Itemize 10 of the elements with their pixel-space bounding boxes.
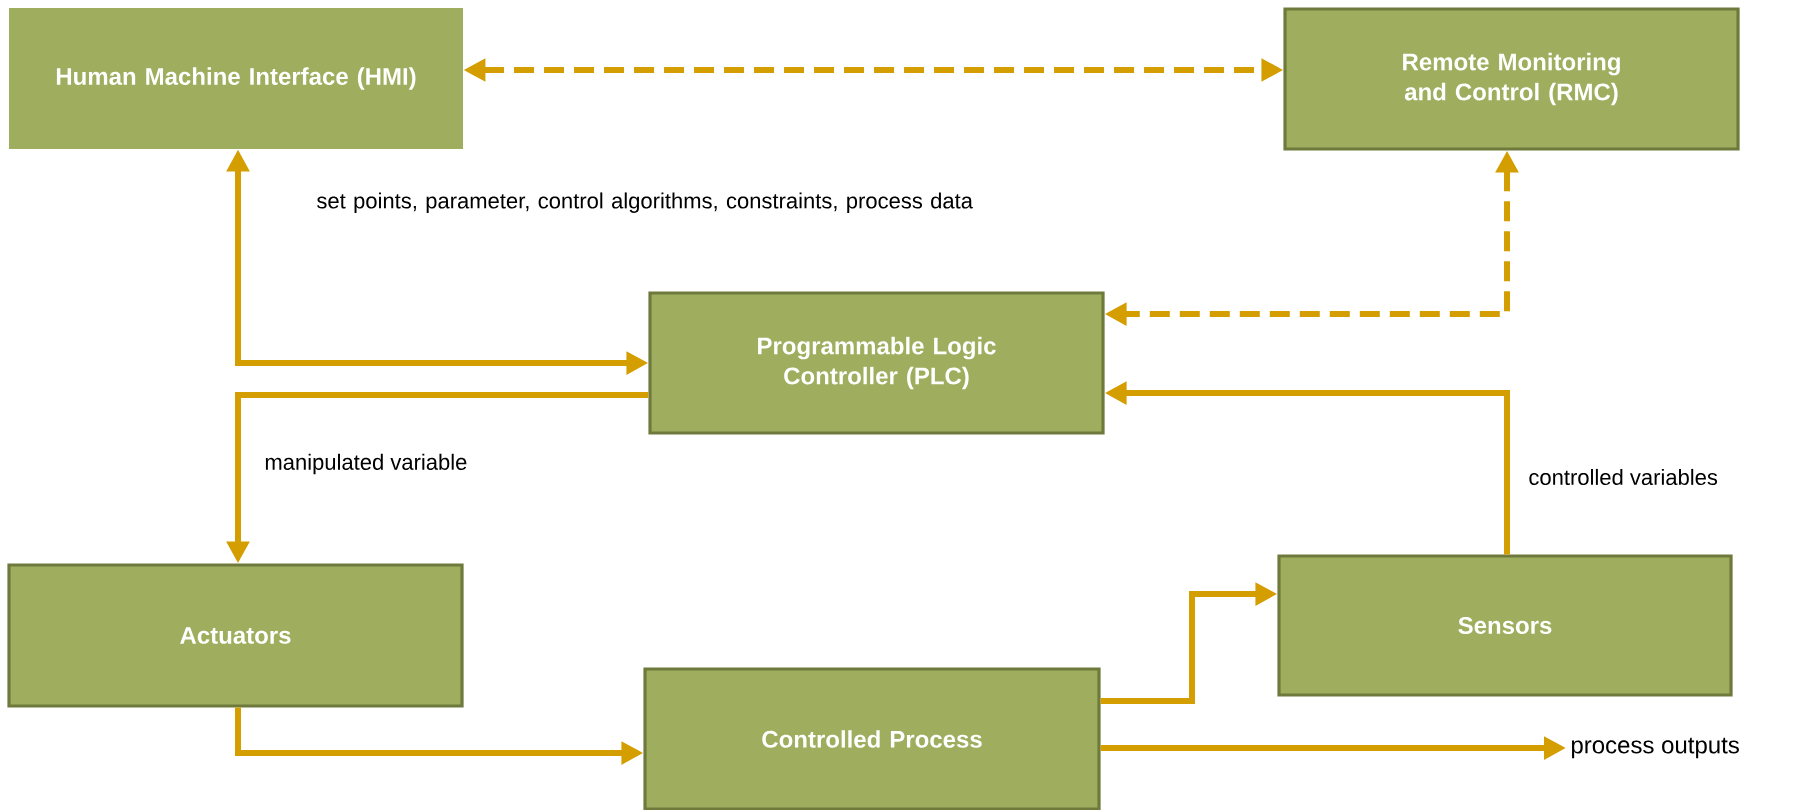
edge-label: set points, parameter, control algorithms, constraints, process data bbox=[317, 192, 973, 213]
process-box: Sensors bbox=[1277, 554, 1733, 697]
process-box: Actuators bbox=[7, 563, 464, 708]
process-box: Human Machine Interface (HMI) bbox=[9, 8, 463, 149]
edge-label: controlled variables bbox=[1529, 468, 1718, 486]
process-box: Remote Monitoring and Control (RMC) bbox=[1283, 7, 1740, 151]
output-label: process outputs bbox=[1571, 737, 1739, 759]
edge-label: manipulated variable bbox=[265, 453, 467, 475]
process-box: Controlled Process bbox=[643, 667, 1101, 810]
process-box: Programmable Logic Controller (PLC) bbox=[648, 291, 1105, 435]
